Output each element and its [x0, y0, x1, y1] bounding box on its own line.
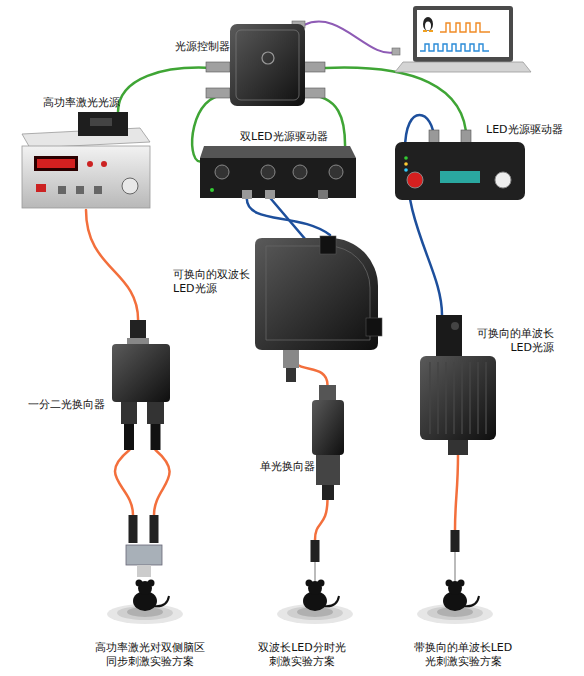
device-node: 双波长LED分时光 刺激实验方案 [285, 540, 345, 628]
cable [315, 500, 328, 540]
device-node: 高功率激光对双侧脑区 同步刺激实验方案 [115, 515, 175, 628]
device-node: 双LED光源驱动器 [200, 146, 356, 198]
device-label: 高功率激光对双侧脑区 同步刺激实验方案 [92, 641, 208, 669]
device-node: LED光源驱动器 [395, 140, 525, 200]
device-label: 带换向的单波长LED 光刺激实验方案 [409, 641, 517, 669]
device-label: LED光源驱动器 [486, 123, 571, 137]
cable [86, 210, 138, 320]
controller-drawing [206, 24, 325, 106]
laser-drawing [22, 112, 150, 208]
mouse-implant-drawing [277, 540, 353, 624]
device-node: 高功率激光光源 [22, 112, 150, 210]
device-node: 一分二光换向器 [112, 320, 170, 450]
cable [115, 450, 133, 515]
device-label: 双波长LED分时光 刺激实验方案 [254, 641, 350, 669]
device-node: 带换向的单波长LED 光刺激实验方案 [425, 530, 485, 628]
laptop-drawing [292, 6, 531, 72]
device-label: 一分二光换向器 [28, 398, 110, 412]
device-node: 可换向的单波长 LED光源 [418, 315, 498, 455]
dual-led-driver-drawing [200, 146, 356, 199]
device-label: 可换向的单波长 LED光源 [470, 327, 554, 355]
device-node: 单光换向器 [310, 385, 345, 500]
cable [154, 450, 170, 515]
device-node: 可换向的双波长 LED光源 [255, 235, 380, 350]
device-label: 双LED光源驱动器 [240, 130, 350, 144]
device-node: 光源控制器 [228, 22, 305, 108]
device-label: 单光换向器 [260, 460, 320, 474]
cable [455, 455, 458, 530]
device-label: 高功率激光光源 [43, 96, 138, 110]
splitter-rotary-drawing [112, 320, 170, 450]
single-rotary-drawing [312, 385, 344, 500]
led-driver-drawing [395, 130, 525, 200]
mouse-implant-drawing [107, 515, 183, 624]
dual-led-source-drawing [255, 236, 382, 382]
cable [247, 198, 330, 235]
cable [305, 68, 467, 140]
device-label: 可换向的双波长 LED光源 [173, 268, 255, 296]
device-label: 光源控制器 [175, 40, 235, 54]
mouse-implant-drawing [417, 530, 493, 624]
